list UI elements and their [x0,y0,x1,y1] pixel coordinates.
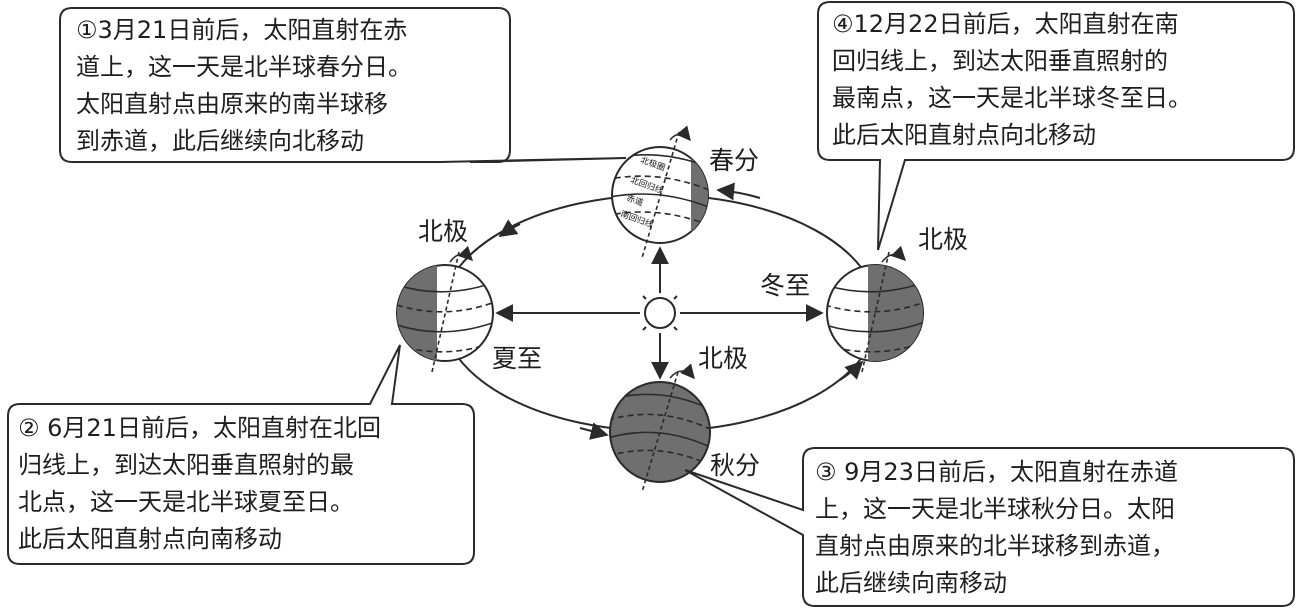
rotation-arrow-icon [669,363,695,380]
label-north-pole-left: 北极 [418,217,469,246]
globe-spring-equinox: 北极圈 北回归线 赤道 南回归线 [611,125,709,259]
rotation-arrow-icon [449,245,474,263]
callout-text-summer: ② 6月21日前后，太阳直射在北回 归线上，到达太阳垂直照射的最 北点，这一天是… [18,414,381,553]
globe-autumn-equinox [609,363,711,493]
sun-icon [636,289,684,337]
label-autumn-equinox: 秋分 [710,451,761,480]
label-spring-equinox: 春分 [709,146,760,175]
orbit-arrow-to-spring [716,182,761,201]
globe-winter-solstice [826,245,924,373]
label-summer-solstice: 夏至 [492,344,543,373]
globe-summer-solstice [396,245,494,373]
rotation-arrow-icon [881,245,907,263]
callout-box-winter [817,1,1295,251]
orbit-arrow-to-summer [498,219,521,238]
orbit-arrow-to-autumn [579,422,609,440]
label-winter-solstice: 冬至 [760,271,811,300]
rotation-arrow-icon [669,125,691,142]
orbit-arrow-to-winter [839,360,864,381]
callout-box-autumn [684,447,1295,607]
callout-box-summer [7,344,475,565]
label-north-pole-bottom: 北极 [698,344,749,373]
callout-text-autumn: ③ 9月23日前后，太阳直射在赤道 上，这一天是北半球秋分日。太阳 直射点由原来… [815,458,1178,597]
callout-text-spring: ①3月21日前后，太阳直射在赤 道上，这一天是北半球春分日。 太阳直射点由原来的… [76,16,412,155]
callout-box-spring [59,7,627,163]
callout-text-winter: ④12月22日前后，太阳直射在南 回归线上，到达太阳垂直照射的 最南点，这一天是… [832,10,1192,149]
label-north-pole-right: 北极 [918,225,969,254]
